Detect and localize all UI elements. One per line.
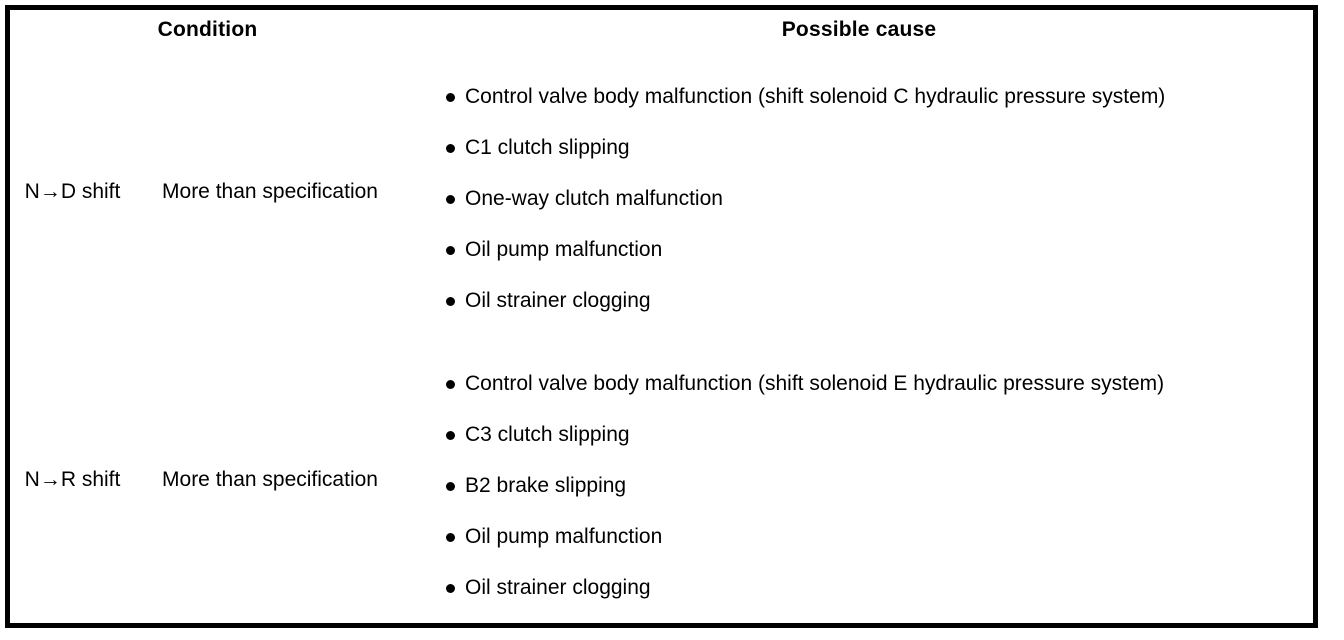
table-row: N→R shift More than specification Contro… (10, 335, 1313, 623)
table-head: Condition Possible cause (10, 10, 1313, 48)
cause-list: Control valve body malfunction (shift so… (405, 357, 1313, 601)
list-item: B2 brake slipping (405, 472, 1313, 499)
list-item: Oil strainer clogging (405, 574, 1313, 601)
cause-list: Control valve body malfunction (shift so… (405, 70, 1313, 314)
row-causes-cell: Control valve body malfunction (shift so… (405, 48, 1313, 336)
list-item: Oil pump malfunction (405, 523, 1313, 550)
bullet-icon (446, 533, 455, 543)
bullet-icon (446, 194, 455, 204)
bullet-icon (446, 245, 455, 255)
row-spec-label: More than specification (135, 335, 405, 623)
header-row: Condition Possible cause (10, 10, 1313, 48)
diagnosis-table: Condition Possible cause N→D shift More … (5, 5, 1318, 628)
list-item: Oil pump malfunction (405, 236, 1313, 263)
cause-text: Oil strainer clogging (465, 576, 651, 600)
table-body: N→D shift More than specification Contro… (10, 48, 1313, 623)
list-item: C3 clutch slipping (405, 421, 1313, 448)
table-row: N→D shift More than specification Contro… (10, 48, 1313, 336)
list-item: C1 clutch slipping (405, 134, 1313, 161)
bullet-icon (446, 143, 455, 153)
row-shift-label: N→D shift (10, 48, 135, 336)
list-item: One-way clutch malfunction (405, 185, 1313, 212)
header-condition: Condition (10, 10, 405, 48)
list-item: Oil strainer clogging (405, 287, 1313, 314)
cause-text: Oil pump malfunction (465, 525, 663, 549)
cause-text: One-way clutch malfunction (465, 186, 723, 210)
bullet-icon (446, 296, 455, 306)
cause-text: Oil strainer clogging (465, 288, 651, 312)
list-item: Control valve body malfunction (shift so… (405, 370, 1313, 397)
bullet-icon (446, 584, 455, 594)
cause-text: C3 clutch slipping (465, 423, 630, 447)
cause-text: C1 clutch slipping (465, 135, 630, 159)
bullet-icon (446, 431, 455, 441)
cause-text: Oil pump malfunction (465, 237, 663, 261)
condition-cause-table: Condition Possible cause N→D shift More … (10, 10, 1313, 623)
bullet-icon (446, 482, 455, 492)
cause-text: Control valve body malfunction (shift so… (465, 372, 1165, 396)
bullet-icon (446, 92, 455, 102)
row-causes-cell: Control valve body malfunction (shift so… (405, 335, 1313, 623)
header-possible-cause: Possible cause (405, 10, 1313, 48)
cause-text: B2 brake slipping (465, 474, 627, 498)
list-item: Control valve body malfunction (shift so… (405, 83, 1313, 110)
row-spec-label: More than specification (135, 48, 405, 336)
bullet-icon (446, 380, 455, 390)
row-shift-label: N→R shift (10, 335, 135, 623)
cause-text: Control valve body malfunction (shift so… (465, 84, 1166, 108)
